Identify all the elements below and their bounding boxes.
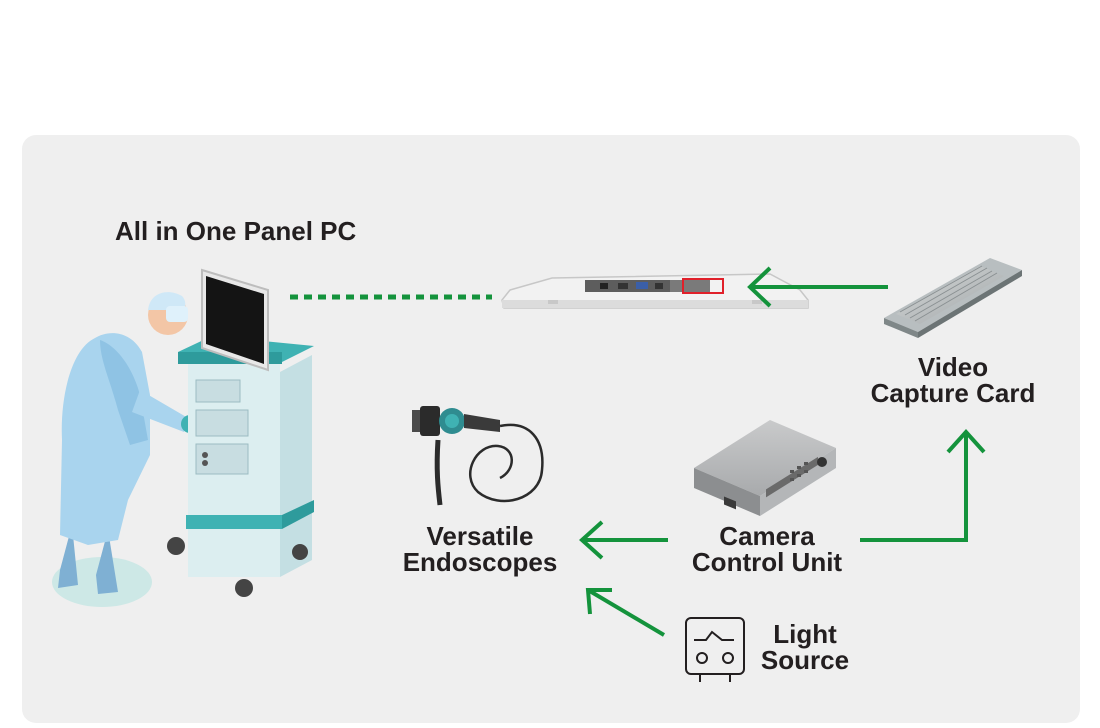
- ccu-icon: [694, 420, 836, 516]
- light-source-label-line2: Source: [760, 645, 850, 675]
- capture-card-icon: [884, 258, 1022, 338]
- endoscope-icon: [412, 406, 544, 506]
- arrow-light-to-endoscope: [585, 588, 666, 637]
- capture-card-label-line1: Video: [917, 352, 989, 382]
- panel-pc-label: All in One Panel PC: [115, 216, 357, 246]
- capture-card-label-line2: Capture Card: [870, 378, 1036, 408]
- endoscope-label-line1: Versatile: [426, 521, 534, 551]
- capture-card-label: Video Capture Card: [848, 354, 1058, 406]
- light-source-icon: [685, 617, 745, 682]
- light-source-label: Light Source: [752, 621, 858, 673]
- doctor-icon: [52, 292, 199, 607]
- endoscope-label-line2: Endoscopes: [402, 547, 558, 577]
- medical-cart-icon: [167, 336, 314, 597]
- arrow-capture-to-pc: [747, 266, 888, 308]
- ccu-label-line2: Control Unit: [691, 547, 843, 577]
- light-source-label-line1: Light: [773, 619, 837, 649]
- endoscope-label: Versatile Endoscopes: [385, 523, 575, 575]
- arrow-ccu-to-endoscope: [579, 520, 668, 560]
- ccu-label: Camera Control Unit: [672, 523, 862, 575]
- monitor-icon: [201, 268, 269, 372]
- capture-slot-highlight: [682, 278, 724, 294]
- ccu-label-line1: Camera: [719, 521, 815, 551]
- panel-pc-icon: [501, 273, 809, 309]
- arrow-ccu-to-capture: [860, 429, 986, 542]
